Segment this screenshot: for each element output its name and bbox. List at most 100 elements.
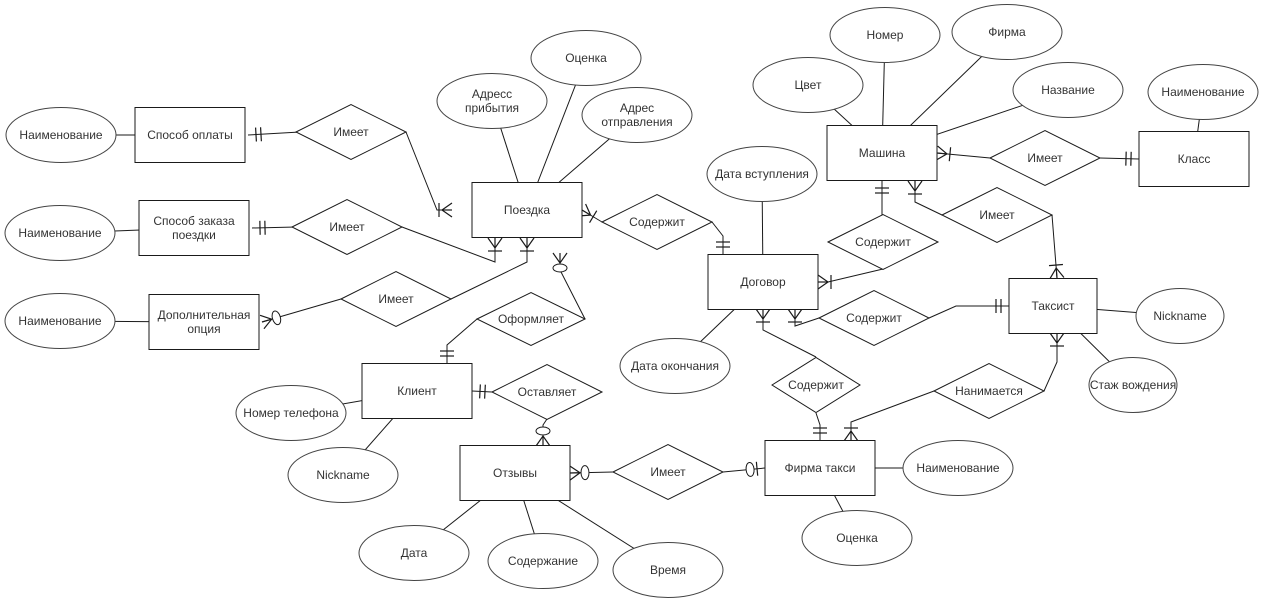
cardinality-many-mandatory	[755, 308, 771, 323]
attribute-a_otzyv_data[interactable]: Дата	[358, 525, 470, 581]
relationship-label: Имеет	[378, 292, 414, 306]
relationship-label: Имеет	[979, 208, 1015, 222]
entity-sposob_oplaty[interactable]: Способ оплаты	[134, 107, 246, 163]
cardinality-one-mandatory	[259, 220, 266, 235]
entity-poezdka[interactable]: Поездка	[471, 182, 583, 238]
entity-label: Фирма такси	[785, 461, 856, 475]
relationship-r_soderzhit_mashina[interactable]: Содержит	[826, 213, 940, 271]
cardinality-many-optional	[569, 465, 590, 481]
relationship-r_imeet_otzyvy[interactable]: Имеет	[611, 443, 725, 501]
attribute-label: отправления	[601, 115, 672, 129]
connector-firma_taksi-r_imeet_otzyvy	[722, 467, 766, 473]
attribute-a_otzyv_soderzh[interactable]: Содержание	[487, 533, 599, 589]
attribute-a_firma[interactable]: Фирма	[951, 4, 1063, 60]
cardinality-one-mandatory	[440, 350, 454, 357]
relationship-r_imeet_taksist[interactable]: Имеет	[940, 186, 1054, 244]
relationship-r_soderzhit_taksist[interactable]: Содержит	[817, 289, 931, 347]
attribute-a_zakaz_name[interactable]: Наименование	[4, 205, 116, 261]
attribute-label: Номер телефона	[243, 406, 339, 420]
entity-label: Способ оплаты	[147, 128, 233, 142]
connector-klient-r_oformlyaet	[446, 318, 478, 364]
connector-dogovor-r_soderzhit_taksist	[794, 309, 820, 327]
attribute-a_stazh[interactable]: Стаж вождения	[1088, 357, 1178, 413]
cardinality-many-mandatory	[787, 308, 803, 323]
attribute-a_ocenka_poezdka[interactable]: Оценка	[530, 30, 642, 86]
relationship-r_imeet_zakaz[interactable]: Имеет	[290, 198, 404, 256]
attribute-a_oplata_name[interactable]: Наименование	[5, 107, 117, 163]
relationship-r_imeet_oplata[interactable]: Имеет	[294, 103, 408, 161]
connector-dogovor-r_soderzhit_firma	[762, 309, 817, 358]
connector-poezdka-r_imeet_opciya	[450, 238, 528, 300]
relationship-r_ostavlyaet[interactable]: Оставляет	[490, 363, 604, 421]
cardinality-many-optional	[552, 252, 568, 273]
relationship-r_oformlyaet[interactable]: Оформляет	[475, 291, 587, 347]
cardinality-one-mandatory	[875, 187, 889, 194]
attribute-label: Название	[1041, 83, 1095, 97]
attribute-a_nazvanie[interactable]: Название	[1012, 62, 1124, 118]
cardinality-many-optional	[535, 426, 551, 447]
attribute-a_data_vstup[interactable]: Дата вступления	[706, 146, 818, 202]
attribute-a_firma_name[interactable]: Наименование	[902, 440, 1014, 496]
relationship-r_soderzhit_poezdka[interactable]: Содержит	[600, 193, 714, 251]
cardinality-one-mandatory	[479, 384, 486, 399]
relationship-r_imeet_opciya[interactable]: Имеет	[339, 270, 453, 328]
entity-taksist[interactable]: Таксист	[1008, 278, 1098, 334]
attribute-a_klass_name[interactable]: Наименование	[1147, 64, 1259, 120]
attribute-a_firma_ocenka[interactable]: Оценка	[801, 510, 913, 566]
connector-dogovor-r_soderzhit_poezdka	[711, 221, 724, 255]
attribute-a_klient_phone[interactable]: Номер телефона	[235, 385, 347, 441]
relationship-label: Оставляет	[518, 385, 577, 399]
cardinality-many-mandatory	[936, 145, 952, 162]
attribute-label: Адрес	[620, 101, 654, 115]
entity-label: Способ заказа	[153, 214, 235, 228]
relationship-label: Содержит	[846, 311, 902, 325]
relationship-label: Имеет	[650, 465, 686, 479]
entity-mashina[interactable]: Машина	[826, 125, 938, 181]
entity-label: поездки	[172, 228, 216, 242]
cardinality-one-mandatory	[813, 427, 827, 434]
entity-label: Клиент	[397, 384, 437, 398]
entity-label: Договор	[740, 275, 786, 289]
relationship-label: Содержит	[629, 215, 685, 229]
attribute-a_opciya_name[interactable]: Наименование	[4, 293, 116, 349]
connector-dogovor-r_soderzhit_mashina	[818, 268, 884, 283]
attribute-label: Цвет	[795, 78, 822, 92]
attribute-label: Дата окончания	[631, 359, 719, 373]
entity-firma_taksi[interactable]: Фирма такси	[764, 440, 876, 496]
attribute-a_nomer[interactable]: Номер	[829, 7, 941, 63]
entity-label: Машина	[859, 146, 906, 160]
relationship-label: Имеет	[333, 125, 369, 139]
cardinality-one-mandatory	[716, 241, 730, 248]
attribute-a_cvet[interactable]: Цвет	[752, 57, 864, 113]
attribute-a_otzyv_vremya[interactable]: Время	[612, 542, 724, 598]
attribute-a_taksist_nick[interactable]: Nickname	[1135, 288, 1225, 344]
entity-label: Поездка	[504, 203, 550, 217]
cardinality-one-mandatory	[995, 299, 1002, 313]
cardinality-one-optional	[745, 461, 759, 477]
entity-label: Отзывы	[493, 466, 537, 480]
connector-sposob_zakaza-r_imeet_zakaz	[251, 226, 297, 229]
attribute-a_klient_nick[interactable]: Nickname	[287, 447, 399, 503]
relationship-r_imeet_klass[interactable]: Имеет	[988, 129, 1102, 187]
attribute-label: Наименование	[1161, 85, 1245, 99]
entity-dogovor[interactable]: Договор	[707, 254, 819, 310]
entity-otzyvy[interactable]: Отзывы	[459, 445, 571, 501]
cardinality-mark-layer	[254, 127, 1132, 481]
connector-klient-r_ostavlyaet	[471, 390, 493, 393]
entity-klass[interactable]: Класс	[1138, 131, 1250, 187]
relationship-r_soderzhit_firma[interactable]: Содержит	[771, 356, 861, 414]
cardinality-many-mandatory	[519, 237, 535, 252]
relationship-r_nanimaetsya[interactable]: Нанимается	[932, 362, 1046, 420]
entity-label: Дополнительная	[158, 308, 251, 322]
attribute-a_data_okonch[interactable]: Дата окончания	[619, 338, 731, 394]
cardinality-many-mandatory	[1049, 332, 1065, 347]
connector-sposob_oplaty-r_imeet_oplata	[247, 131, 301, 136]
cardinality-many-mandatory	[1048, 263, 1065, 279]
entity-klient[interactable]: Клиент	[361, 363, 473, 419]
connector-firma_taksi-r_soderzhit_firma	[815, 412, 821, 441]
